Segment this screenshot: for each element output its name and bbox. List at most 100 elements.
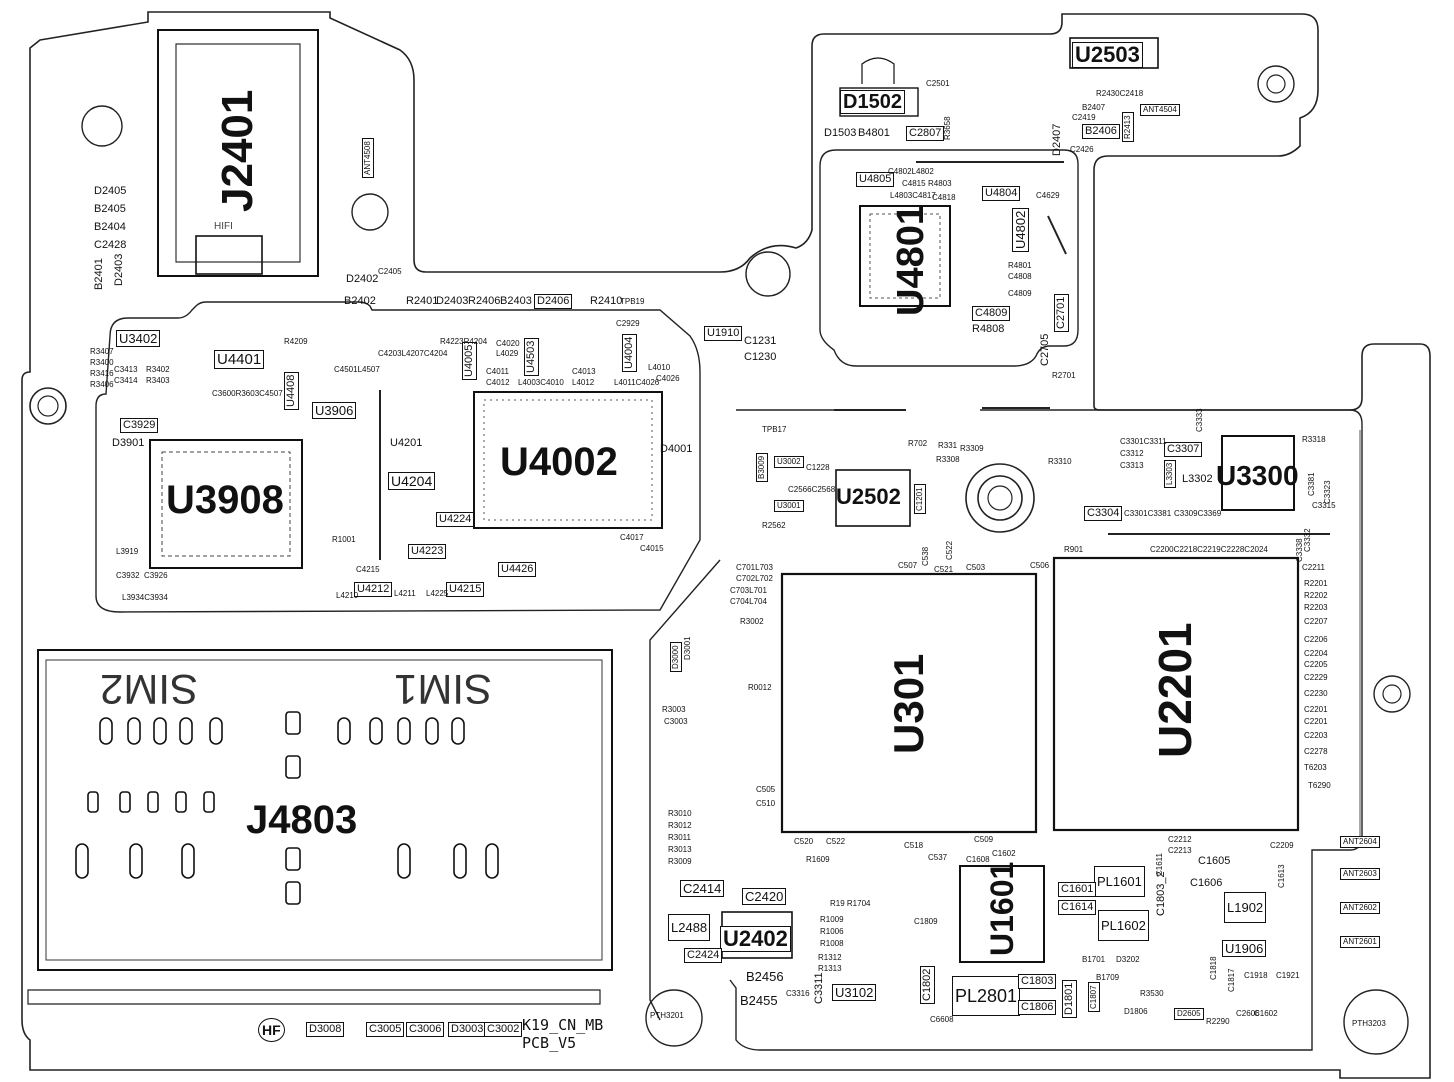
pl2801-label: PL2801 <box>952 976 1021 1016</box>
board-version: PCB_V5 <box>522 1034 577 1052</box>
u1601-label: U1601 <box>984 861 1020 956</box>
b2456-label: B2456 <box>746 969 784 984</box>
c1602: C1602 <box>992 849 1016 858</box>
c1613: C1613 <box>1277 864 1286 888</box>
c2206: C2206 <box>1304 635 1328 644</box>
c2230: C2230 <box>1304 689 1328 698</box>
c2213: C2213 <box>1168 846 1192 855</box>
c538: C538 <box>921 546 930 566</box>
c4020: C4020 <box>496 339 520 348</box>
b1701: B1701 <box>1082 955 1106 964</box>
pth3203-label: PTH3203 <box>1352 1019 1386 1028</box>
b3009-label: B3009 <box>756 452 768 482</box>
c4808: C4808 <box>1008 272 1032 281</box>
b2403: B2403 <box>500 295 532 307</box>
c522b: C522 <box>945 540 954 560</box>
r2203: R2203 <box>1304 603 1328 612</box>
c509: C509 <box>974 835 994 844</box>
r3402: R3402 <box>146 365 170 374</box>
u4426-label: U4426 <box>498 562 537 577</box>
r3416: R3416 <box>90 369 114 378</box>
r3002: R3002 <box>740 617 764 626</box>
c2424-label: C2424 <box>684 948 723 963</box>
c1806-label: C1806 <box>1018 1000 1057 1015</box>
c4815: C4815 <box>902 179 926 188</box>
d2405: D2405 <box>94 185 127 197</box>
r3530: R3530 <box>1140 989 1164 998</box>
l4010: L4010 <box>648 363 671 372</box>
c2229: C2229 <box>1304 673 1328 682</box>
c3929-label: C3929 <box>120 418 159 433</box>
r2290: R2290 <box>1206 1017 1230 1026</box>
u4223-label: U4223 <box>408 544 447 559</box>
r3013: R3013 <box>668 845 692 854</box>
d4001: D4001 <box>660 443 693 455</box>
c3932: C3932 <box>116 571 140 580</box>
c1601-label: C1601 <box>1058 882 1097 897</box>
u2402-label: U2402 <box>720 926 791 952</box>
sim2-label: SIM2 <box>100 666 199 713</box>
u2201-label: U2201 <box>1149 622 1201 758</box>
u3906-label: U3906 <box>312 402 357 419</box>
u1906-label: U1906 <box>1222 940 1267 957</box>
c1611: C1611 <box>1155 853 1164 876</box>
c4501: C4501L4507 <box>334 365 380 374</box>
u4002-label: U4002 <box>500 440 618 484</box>
b2404: B2404 <box>94 221 126 233</box>
c2203: C2203 <box>1304 731 1328 740</box>
c505: C505 <box>756 785 776 794</box>
r3309: R3309 <box>960 444 984 453</box>
r2410: R2410 <box>590 295 623 307</box>
c2419: C2419 <box>1072 113 1096 122</box>
u301-label: U301 <box>885 653 932 754</box>
l4003: L4003C4010 <box>518 378 564 387</box>
d3202: D3202 <box>1116 955 1140 964</box>
r1001: R1001 <box>332 535 356 544</box>
r2701: R2701 <box>1052 371 1076 380</box>
c3304-label: C3304 <box>1084 506 1123 521</box>
b2406-label: B2406 <box>1082 124 1120 139</box>
u3002-label: U3002 <box>774 456 804 468</box>
u4408-label: U4408 <box>284 371 299 410</box>
r901: R901 <box>1064 545 1084 554</box>
c1230: C1230 <box>744 351 777 363</box>
t6290: T6290 <box>1308 781 1331 790</box>
c2566: C2566C2568 <box>788 485 836 494</box>
d2403: D2403 <box>113 253 125 286</box>
c1803-label: C1803 <box>1018 974 1057 989</box>
c4809s: C4809 <box>1008 289 1032 298</box>
c510: C510 <box>756 799 776 808</box>
c3006-label: C3006 <box>406 1022 445 1037</box>
c521: C521 <box>934 565 954 574</box>
board-outline <box>21 11 1431 1079</box>
b4801: B4801 <box>858 127 890 139</box>
r1609: R1609 <box>806 855 830 864</box>
c1803b-label: C1803_2 <box>1155 871 1167 916</box>
l2488-label: L2488 <box>668 914 711 941</box>
b1709: B1709 <box>1096 973 1120 982</box>
c1818: C1818 <box>1209 956 1218 980</box>
t6203: T6203 <box>1304 763 1327 772</box>
c1802-label: C1802 <box>920 965 935 1004</box>
u4224-label: U4224 <box>436 512 475 527</box>
c1614-label: C1614 <box>1058 900 1097 915</box>
u4801-label: U4801 <box>890 204 932 316</box>
l4210: L4210 <box>336 591 359 600</box>
c1921: C1921 <box>1276 971 1300 980</box>
r1313: R1313 <box>818 964 842 973</box>
pth3201-label: PTH3201 <box>650 1011 684 1020</box>
hf-mark: HF <box>258 1018 285 1042</box>
c2606: C2606 <box>1236 1009 1260 1018</box>
sim1-label: SIM1 <box>394 666 493 713</box>
c503: C503 <box>966 563 986 572</box>
c4629: C4629 <box>1036 191 1060 200</box>
d2403b: D2403 <box>436 295 469 307</box>
l3302-label: L3302 <box>1182 473 1213 485</box>
c537: C537 <box>928 853 948 862</box>
c1608: C1608 <box>966 855 990 864</box>
r3400: R3400 <box>90 358 114 367</box>
c1231: C1231 <box>744 335 777 347</box>
c3413: C3413 <box>114 365 138 374</box>
c4215: C4215 <box>356 565 380 574</box>
